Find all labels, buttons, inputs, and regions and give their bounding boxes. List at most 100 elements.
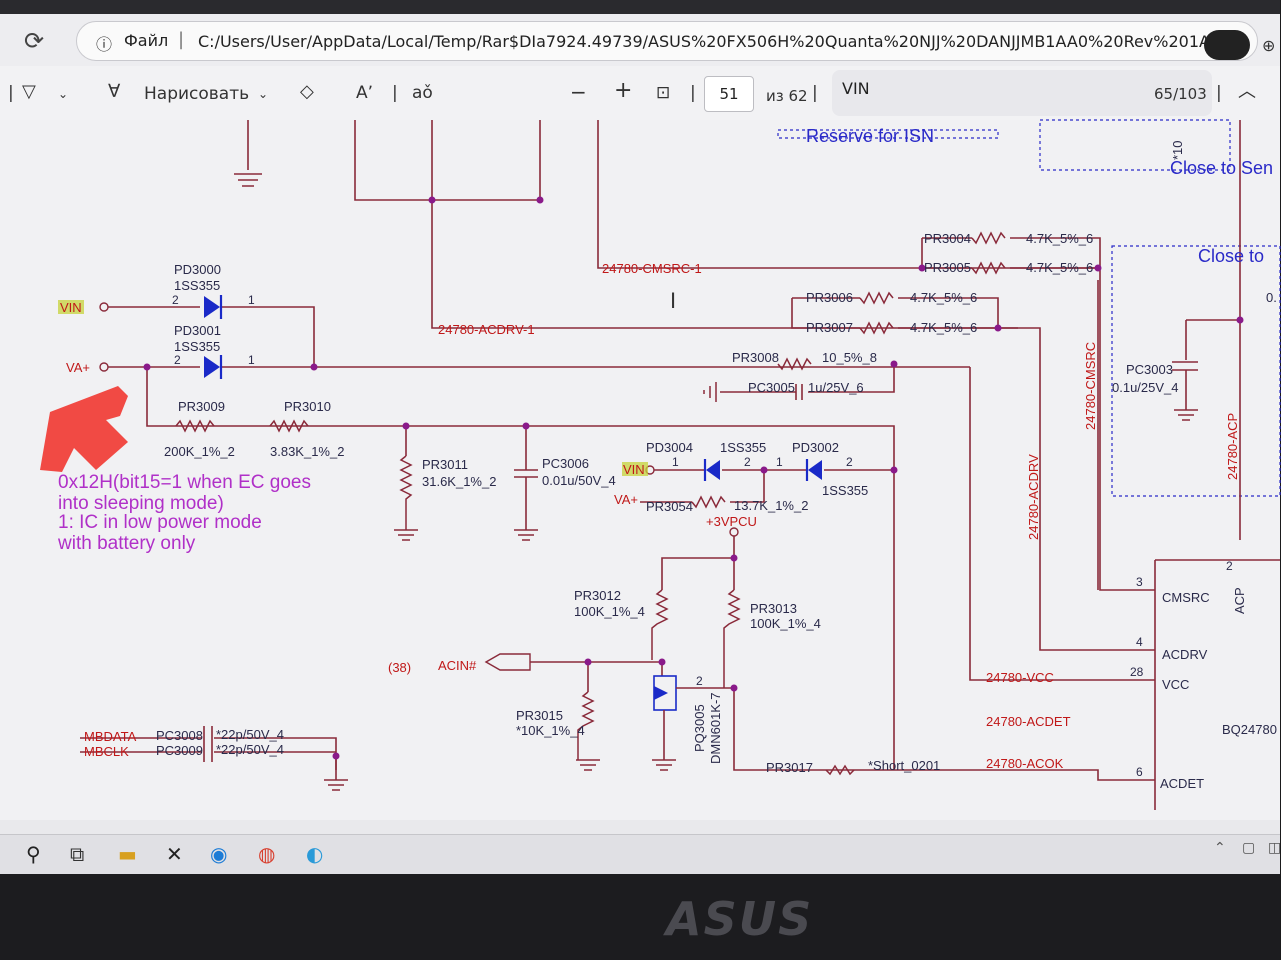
junction-dots [143, 196, 1244, 760]
note-reserve-isn: Reserve for ISN [806, 126, 934, 146]
pr3012-value: 100K_1%_4 [574, 604, 645, 619]
tray-network-icon[interactable]: ▢ [1242, 840, 1256, 856]
zoom-out-button[interactable]: − [570, 80, 587, 104]
pr3004-value: 4.7K_5%_6 [1026, 231, 1093, 246]
task-view-icon[interactable]: ⧉ [70, 842, 85, 866]
note-close-to-sense: Close to Sen [1170, 158, 1273, 178]
pr3017-ref: PR3017 [766, 760, 813, 775]
pc3009-value: *22p/50V_4 [216, 742, 284, 757]
read-aloud-button[interactable]: Aʼ [356, 83, 374, 103]
note-ten: *10 [1170, 140, 1185, 160]
pd3000-value: 1SS355 [174, 278, 220, 293]
pr3013-ref: PR3013 [750, 601, 797, 616]
url-pill[interactable] [76, 21, 1258, 61]
pr3054-value: 13.7K_1%_2 [734, 498, 808, 513]
refresh-icon[interactable]: ⟳ [24, 27, 45, 55]
bq24780-ic [1154, 320, 1280, 810]
pr3006-ref: PR3006 [806, 290, 853, 305]
pc3008-ref: PC3008 [156, 728, 203, 743]
pd3004-value: 1SS355 [720, 440, 766, 455]
pd3001-value: 1SS355 [174, 339, 220, 354]
fit-width-icon[interactable]: ⊡ [656, 83, 671, 103]
zoom-in-button[interactable]: + [614, 78, 633, 103]
net-vcc: 24780-VCC [986, 670, 1054, 685]
pc3009-ref: PC3009 [156, 743, 203, 758]
url-scheme-label: Файл [124, 31, 169, 50]
net-mbdata: MBDATA [84, 729, 137, 744]
info-icon[interactable]: ⓘ [96, 35, 113, 54]
net-vin: VIN [60, 300, 82, 315]
telegram-icon[interactable]: ◐ [306, 842, 324, 866]
draw-button[interactable]: Нарисовать [144, 84, 250, 104]
profile-pill[interactable] [1204, 30, 1250, 60]
page-number-input[interactable]: 51 [704, 76, 754, 112]
draw-chevron-icon[interactable]: ⌄ [258, 87, 269, 101]
pr3005-ref: PR3005 [924, 260, 971, 275]
ic-name: BQ24780 [1222, 722, 1277, 737]
pr3013-value: 100K_1%_4 [750, 616, 821, 631]
edge-icon[interactable]: ◉ [210, 842, 228, 866]
pin-number: 2 [172, 293, 179, 307]
net-3vpcu: +3VPCU [706, 514, 757, 529]
toolbar-divider: | [8, 83, 14, 103]
chevron-down-icon[interactable]: ⌄ [58, 87, 69, 101]
note-close-to: Close to [1198, 246, 1264, 266]
taskbar: ⚲ ⧉ ▬ ✕ ◉ ◍ ◐ ⌃ ▢ ◫ [0, 834, 1281, 875]
pin-number: 2 [696, 674, 703, 688]
net-acdet: 24780-ACDET [986, 714, 1071, 729]
pin-number: 1 [672, 455, 679, 469]
search-prev-icon[interactable]: ︿ [1238, 81, 1256, 102]
pc3005-ref: PC3005 [748, 380, 795, 395]
search-icon[interactable]: ⚲ [26, 842, 41, 866]
pr3005-value: 4.7K_5%_6 [1026, 260, 1093, 275]
ic-pin-cmsrc: CMSRC [1162, 590, 1210, 605]
zoom-icon[interactable]: ⊕ [1262, 36, 1276, 55]
pc3006-value: 0.01u/50V_4 [542, 473, 616, 488]
pr3010-ref: PR3010 [284, 399, 331, 414]
pq3005-value: DMN601K-7 [708, 692, 723, 764]
pr3009-ref: PR3009 [178, 399, 225, 414]
pd3001-ref: PD3001 [174, 323, 221, 338]
tray-volume-icon[interactable]: ◫ [1268, 840, 1281, 856]
comment-line-1: 0x12H(bit15=1 when EC goes [58, 472, 311, 493]
pin-number: 1 [776, 455, 783, 469]
pdf-toolbar: | ▽ ⌄ ∀ Нарисовать ⌄ ◇ Aʼ | aǒ − + ⊡ | 5… [0, 66, 1280, 121]
search-input[interactable]: VIN [842, 79, 870, 98]
net-acdrv-1: 24780-ACDRV-1 [438, 322, 535, 337]
pr3007-ref: PR3007 [806, 320, 853, 335]
net-cmsrc-1: 24780-CMSRC-1 [602, 261, 702, 276]
pr3004-ref: PR3004 [924, 231, 971, 246]
pin-number: 3 [1136, 575, 1143, 589]
net-mbclk: MBCLK [84, 744, 129, 759]
translate-button[interactable]: aǒ [412, 83, 433, 103]
arrow-annotation-icon [40, 386, 128, 472]
pc3008-value: *22p/50V_4 [216, 727, 284, 742]
pq3005-ref: PQ3005 [692, 704, 707, 752]
pd3002-ref: PD3002 [792, 440, 839, 455]
tray-chevron-icon[interactable]: ⌃ [1214, 840, 1226, 856]
eraser-icon[interactable]: ◇ [300, 81, 314, 102]
pdf-document-view[interactable]: .w{stroke:#8a2a3a;stroke-width:1.6;fill:… [0, 119, 1281, 920]
ic-pin-acdet: ACDET [1160, 776, 1204, 791]
toolbar-divider-5: | [1216, 83, 1222, 103]
pd3004-ref: PD3004 [646, 440, 693, 455]
schematic-drawing: .w{stroke:#8a2a3a;stroke-width:1.6;fill:… [40, 119, 1281, 810]
net-acok: 24780-ACOK [986, 756, 1064, 771]
pr3015-value: *10K_1%_4 [516, 723, 585, 738]
input-diodes [99, 295, 970, 770]
shuffle-icon[interactable]: ✕ [166, 842, 183, 866]
screen: ⟳ ⓘ Файл | C:/Users/User/AppData/Local/T… [0, 14, 1281, 920]
file-explorer-icon[interactable]: ▬ [118, 842, 137, 866]
highlight-icon[interactable]: ▽ [22, 81, 36, 102]
draw-icon[interactable]: ∀ [108, 81, 121, 102]
pin-number: 1 [248, 293, 255, 307]
pin-number: 1 [248, 353, 255, 367]
pr3015-ref: PR3015 [516, 708, 563, 723]
pin-number: 2 [1226, 559, 1233, 573]
ic-pin-vcc: VCC [1162, 677, 1189, 692]
pd3000-ref: PD3000 [174, 262, 221, 277]
pin-number: 28 [1130, 665, 1144, 679]
url-text[interactable]: C:/Users/User/AppData/Local/Temp/Rar$DIa… [198, 32, 1241, 51]
acdet-diodes [640, 459, 894, 509]
chrome-icon[interactable]: ◍ [258, 842, 276, 866]
